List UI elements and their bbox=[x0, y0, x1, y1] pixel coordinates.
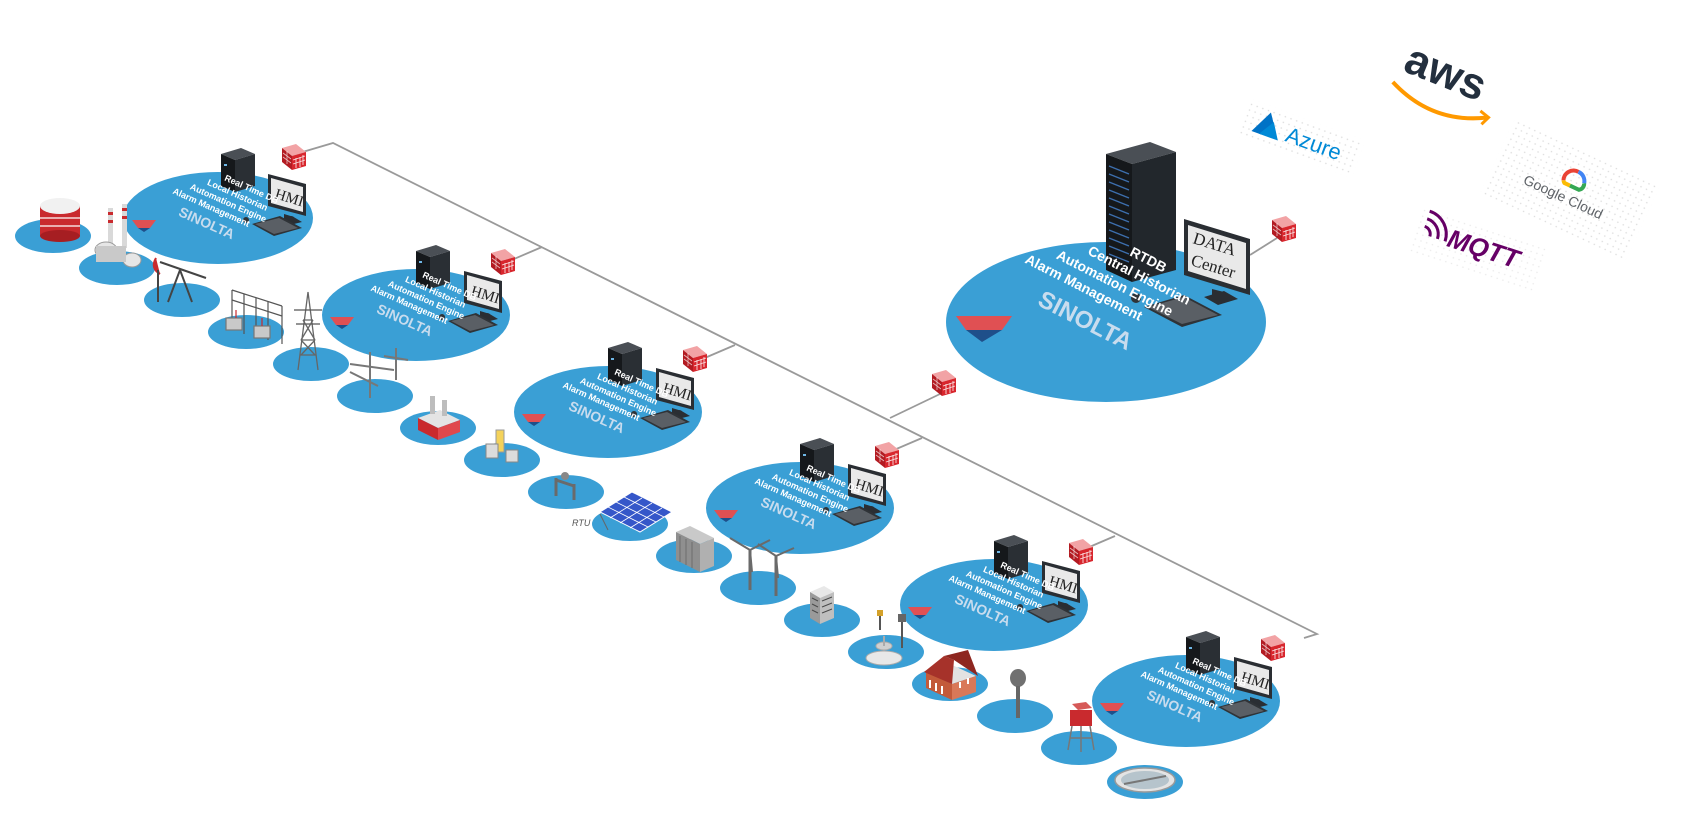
firewall-icon bbox=[490, 248, 516, 276]
sinolta-logo-icon bbox=[956, 316, 1012, 342]
azure-logo[interactable]: Azure bbox=[1238, 99, 1366, 178]
substation-icon bbox=[225, 289, 283, 344]
node-platform bbox=[322, 269, 510, 361]
field-device[interactable] bbox=[15, 198, 91, 253]
site-node[interactable]: HMI Real Time DB Local Historian Automat… bbox=[900, 535, 1094, 651]
generator-icon bbox=[485, 429, 519, 463]
rtu-label: RTU bbox=[572, 518, 591, 528]
node-platform bbox=[900, 559, 1088, 651]
google-cloud-icon bbox=[1561, 168, 1587, 192]
field-device[interactable]: RTU bbox=[572, 491, 674, 541]
sinolta-logo-icon bbox=[330, 317, 354, 329]
site-node[interactable]: HMI Real Time DB Local Historian Automat… bbox=[123, 143, 313, 264]
data-center-monitor-icon bbox=[1131, 219, 1250, 327]
street-lamp-icon bbox=[877, 610, 906, 648]
central-node[interactable]: DATA Center RTDB Central Historian Autom… bbox=[946, 142, 1297, 402]
office-building-icon bbox=[810, 586, 834, 624]
field-device[interactable] bbox=[977, 669, 1053, 733]
azure-icon bbox=[1251, 112, 1278, 141]
field-device[interactable] bbox=[1107, 765, 1183, 799]
field-device[interactable] bbox=[1041, 702, 1117, 765]
aws-logo[interactable]: aws bbox=[1389, 33, 1508, 131]
fountain-icon bbox=[865, 636, 903, 666]
treatment-tank-icon bbox=[1114, 767, 1176, 793]
site-node[interactable]: HMI Real Time DB Local Historian Automat… bbox=[1092, 631, 1286, 747]
site-node[interactable]: HMI Real Time DB Local Historian Automat… bbox=[706, 438, 900, 554]
pipeline-valve-icon bbox=[554, 472, 576, 500]
node-platform bbox=[1092, 655, 1280, 747]
field-device[interactable] bbox=[720, 537, 796, 605]
site-node[interactable]: HMI Real Time DB Local Historian Automat… bbox=[322, 245, 516, 361]
node-platform bbox=[123, 172, 313, 264]
field-device[interactable] bbox=[656, 526, 732, 573]
field-device[interactable] bbox=[208, 289, 284, 349]
inverter-icon bbox=[676, 526, 714, 572]
water-tower-icon bbox=[1067, 702, 1095, 752]
field-device[interactable] bbox=[912, 650, 988, 701]
solar-panel-icon bbox=[598, 491, 674, 533]
field-device[interactable] bbox=[464, 429, 540, 477]
sinolta-logo-icon bbox=[522, 414, 546, 426]
firewall-icon bbox=[1260, 634, 1286, 662]
transmission-tower-icon bbox=[294, 291, 322, 371]
sinolta-logo-icon bbox=[908, 607, 932, 619]
field-device[interactable] bbox=[400, 396, 476, 445]
site-node[interactable]: HMI Real Time DB Local Historian Automat… bbox=[514, 342, 708, 458]
sinolta-logo-icon bbox=[132, 220, 156, 232]
wind-turbine-icon bbox=[729, 537, 795, 596]
storage-tank-icon bbox=[40, 198, 80, 242]
firewall-icon bbox=[931, 369, 957, 397]
pump-station-icon bbox=[418, 396, 460, 440]
field-device[interactable] bbox=[528, 472, 604, 509]
firewall-icon bbox=[682, 345, 708, 373]
field-device[interactable] bbox=[144, 257, 220, 317]
sinolta-logo-icon bbox=[714, 510, 738, 522]
aws-smile-icon bbox=[1391, 80, 1487, 121]
google-cloud-logo[interactable]: Google Cloud bbox=[1480, 119, 1660, 261]
firewall-icon bbox=[281, 143, 307, 171]
street-lamp-icon bbox=[1010, 669, 1026, 718]
field-device[interactable] bbox=[337, 348, 413, 413]
rack-server-icon bbox=[1106, 142, 1176, 282]
refinery-icon bbox=[94, 204, 142, 268]
node-platform bbox=[946, 242, 1266, 402]
house-icon bbox=[924, 650, 978, 700]
field-device[interactable] bbox=[273, 291, 349, 381]
mqtt-signal-icon bbox=[1424, 209, 1448, 242]
node-platform bbox=[514, 366, 702, 458]
firewall-icon bbox=[1068, 538, 1094, 566]
rtu-antenna-icon bbox=[599, 513, 609, 531]
mqtt-logo[interactable]: MQTT bbox=[1410, 209, 1546, 291]
field-device[interactable] bbox=[79, 204, 155, 285]
sinolta-logo-icon bbox=[1100, 703, 1124, 715]
node-platform bbox=[706, 462, 894, 554]
firewall-icon bbox=[874, 441, 900, 469]
field-device[interactable] bbox=[848, 610, 924, 669]
pumpjack-icon bbox=[152, 257, 207, 303]
field-device[interactable] bbox=[784, 586, 860, 637]
power-pole-icon bbox=[349, 348, 409, 398]
